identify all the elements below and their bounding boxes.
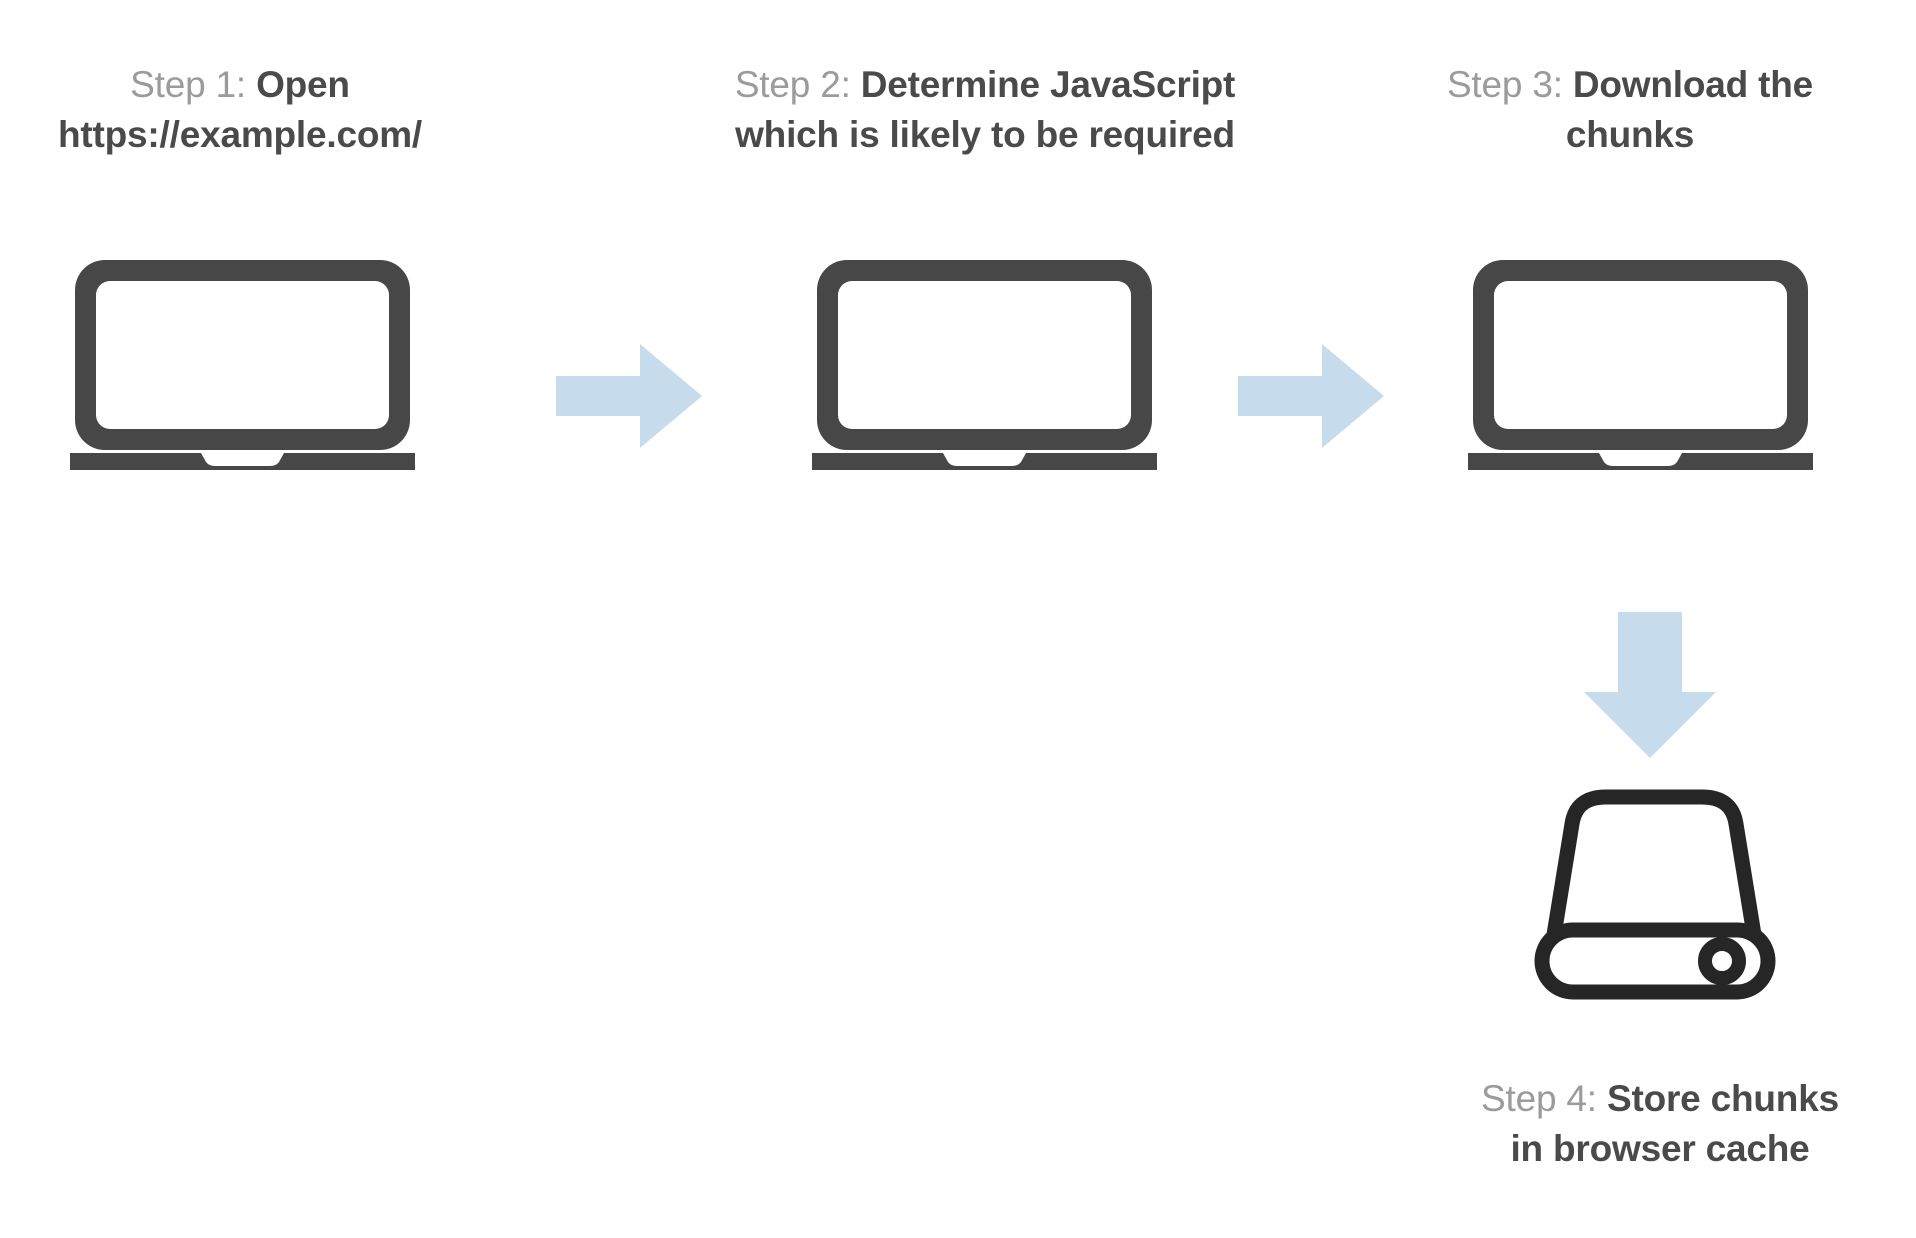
step-4-label: Step 4: [1481,1078,1607,1119]
laptop-icon-step-2 [812,255,1157,470]
step-2-title-line2: which is likely to be required [735,113,1235,155]
step-1-label: Step 1: [130,64,257,105]
laptop-icon-step-3 [1468,255,1813,470]
step-2-title-line1: Determine JavaScript [860,64,1236,105]
step-4-title-line2: in browser cache [1510,1127,1810,1169]
step-4-title-line1: Store chunks [1606,1078,1839,1119]
step-1-caption: Step 1: Open https://example.com/ [30,60,450,159]
step-3-title-line2: chunks [1565,113,1695,155]
step-2-caption: Step 2: Determine JavaScript which is li… [650,60,1320,159]
laptop-base [70,453,415,470]
laptop-screen-frame [75,260,410,450]
step-3-label: Step 3: [1446,64,1573,105]
laptop-screen-frame [817,260,1152,450]
arrow-down-icon-1 [1580,612,1720,760]
step-3-title-line1: Download the [1572,64,1814,105]
drive-body [1544,789,1764,955]
arrow-right-icon-1 [556,340,706,452]
laptop-base [1468,453,1813,470]
laptop-screen-frame [1473,260,1808,450]
arrow-right-icon-2 [1238,340,1388,452]
laptop-base [812,453,1157,470]
drive-led-icon [1698,937,1746,985]
step-1-title-line1: Open [256,64,350,105]
step-2-label: Step 2: [734,64,861,105]
step-4-caption: Step 4: Store chunks in browser cache [1420,1074,1900,1173]
hard-drive-icon-step-4 [1530,782,1780,1004]
step-3-caption: Step 3: Download the chunks [1380,60,1880,159]
laptop-icon-step-1 [70,255,415,470]
step-1-title-line2: https://example.com/ [57,113,423,155]
